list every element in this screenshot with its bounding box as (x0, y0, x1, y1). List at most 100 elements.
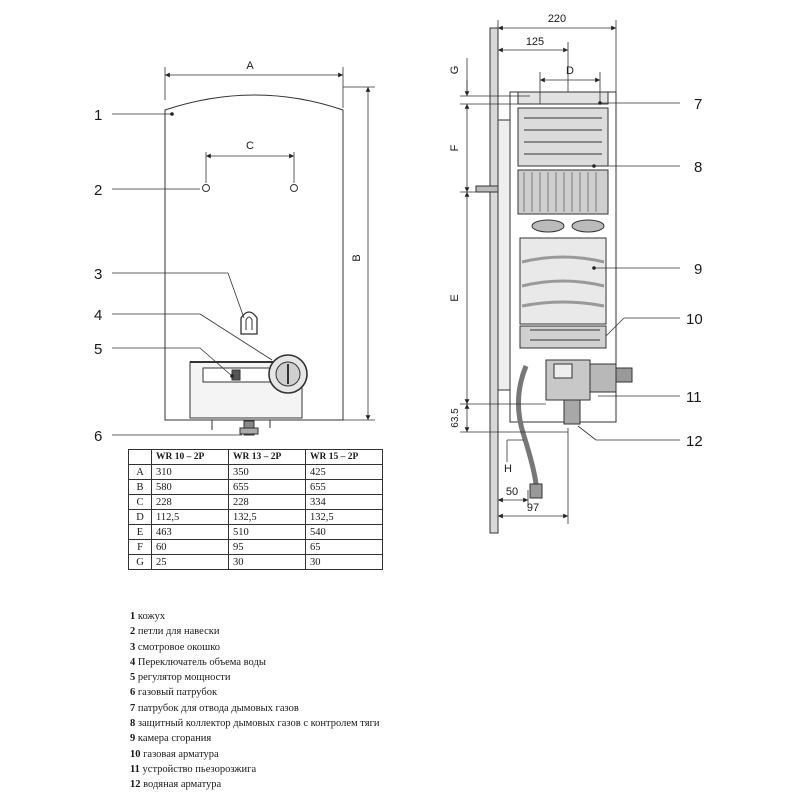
legend-number: 10 (130, 748, 141, 760)
table-cell: 132,5 (305, 509, 383, 525)
legend-number: 12 (130, 779, 141, 791)
dim-label-63-5: 63.5 (450, 408, 461, 428)
side-callout-lines (577, 102, 680, 441)
legend-number: 1 (130, 611, 136, 622)
table-cell: 463 (151, 524, 229, 540)
callout-8: 8 (694, 159, 702, 176)
legend-number: 9 (130, 733, 136, 745)
table-cell: E (128, 524, 152, 540)
legend-text: водяная арматура (143, 779, 222, 791)
parts-legend: 1 кожух 2 петли для навески 3 смотровое … (130, 609, 380, 793)
legend-text: регулятор мощности (137, 672, 231, 684)
callout-4: 4 (94, 307, 102, 324)
legend-number: 4 (130, 656, 136, 668)
callout-2: 2 (94, 182, 102, 199)
callout-10: 10 (686, 311, 703, 328)
table-cell: 30 (228, 554, 306, 570)
table-cell: 655 (305, 479, 383, 495)
legend-number: 8 (130, 718, 136, 730)
legend-item: 10 газовая арматура (130, 747, 380, 762)
dim-label-50: 50 (506, 486, 518, 498)
table-cell: D (128, 509, 152, 525)
table-cell: 228 (151, 494, 229, 510)
legend-text: газовый патрубок (137, 687, 218, 699)
dim-label-f: F (449, 144, 461, 151)
gas-hose (515, 365, 539, 485)
legend-text: защитный коллектор дымовых газов с контр… (137, 718, 380, 730)
table-cell: F (128, 539, 152, 555)
legend-number: 5 (130, 672, 136, 684)
dim-label-220: 220 (548, 13, 566, 25)
legend-item: 2 петли для навески (130, 624, 380, 639)
legend-text: смотровое окошко (137, 641, 221, 653)
legend-number: 11 (130, 763, 140, 775)
legend-text: кожух (137, 611, 166, 622)
table-header-row: WR 10 – 2P WR 13 – 2P WR 15 – 2P (128, 449, 383, 465)
side-dimensions (460, 20, 617, 524)
dim-label-g: G (449, 66, 461, 75)
table-cell: 25 (151, 554, 229, 570)
dim-label-97: 97 (527, 502, 539, 514)
dim-label-b: B (351, 254, 363, 261)
table-cell: B (128, 479, 152, 495)
legend-text: камера сгорания (137, 733, 212, 745)
legend-item: 11 устройство пьезорозжига (130, 762, 380, 777)
table-cell: 30 (305, 554, 383, 570)
table-header-cell (128, 449, 152, 465)
callout-11: 11 (686, 389, 702, 406)
legend-item: 7 патрубок для отвода дымовых газов (130, 701, 380, 716)
legend-number: 2 (130, 626, 136, 638)
legend-number: 3 (130, 641, 136, 653)
legend-text: газовая арматура (143, 748, 219, 760)
dim-label-125: 125 (526, 36, 544, 48)
table-cell: C (128, 494, 152, 510)
front-dimensions (164, 67, 375, 421)
legend-text: Переключатель объема воды (137, 656, 266, 668)
legend-text: патрубок для отвода дымовых газов (137, 702, 299, 714)
sight-window (240, 311, 258, 335)
table-cell: 310 (151, 464, 229, 480)
flue-outlet (517, 91, 609, 105)
front-callout-lines (112, 113, 273, 436)
table-cell: G (128, 554, 152, 570)
table-cell: 112,5 (151, 509, 229, 525)
callout-1: 1 (94, 107, 102, 124)
table-cell: 334 (305, 494, 383, 510)
water-valve (563, 399, 581, 425)
legend-item: 6 газовый патрубок (130, 685, 380, 700)
table-header-cell: WR 10 – 2P (151, 449, 229, 465)
legend-number: 7 (130, 702, 136, 714)
table-cell: A (128, 464, 152, 480)
table-header-cell: WR 13 – 2P (228, 449, 306, 465)
table-cell: 350 (228, 464, 306, 480)
legend-item: 4 Переключатель объема воды (130, 655, 380, 670)
heat-exchanger (517, 169, 609, 215)
table-cell: 580 (151, 479, 229, 495)
callout-12: 12 (686, 433, 703, 450)
dim-label-h: H (504, 463, 512, 475)
draft-diverter (517, 107, 609, 167)
callout-7: 7 (694, 96, 702, 113)
legend-number: 6 (130, 687, 136, 699)
table-cell: 228 (228, 494, 306, 510)
legend-item: 5 регулятор мощности (130, 670, 380, 685)
dim-label-c: C (246, 140, 254, 152)
dim-label-a: A (246, 60, 254, 72)
housing-outline (164, 94, 344, 421)
callout-3: 3 (94, 266, 102, 283)
legend-text: устройство пьезорозжига (142, 763, 257, 775)
table-cell: 132,5 (228, 509, 306, 525)
legend-item: 1 кожух (130, 609, 380, 624)
callout-5: 5 (94, 341, 102, 358)
table-cell: 95 (228, 539, 306, 555)
legend-item: 9 камера сгорания (130, 731, 380, 746)
table-cell: 65 (305, 539, 383, 555)
